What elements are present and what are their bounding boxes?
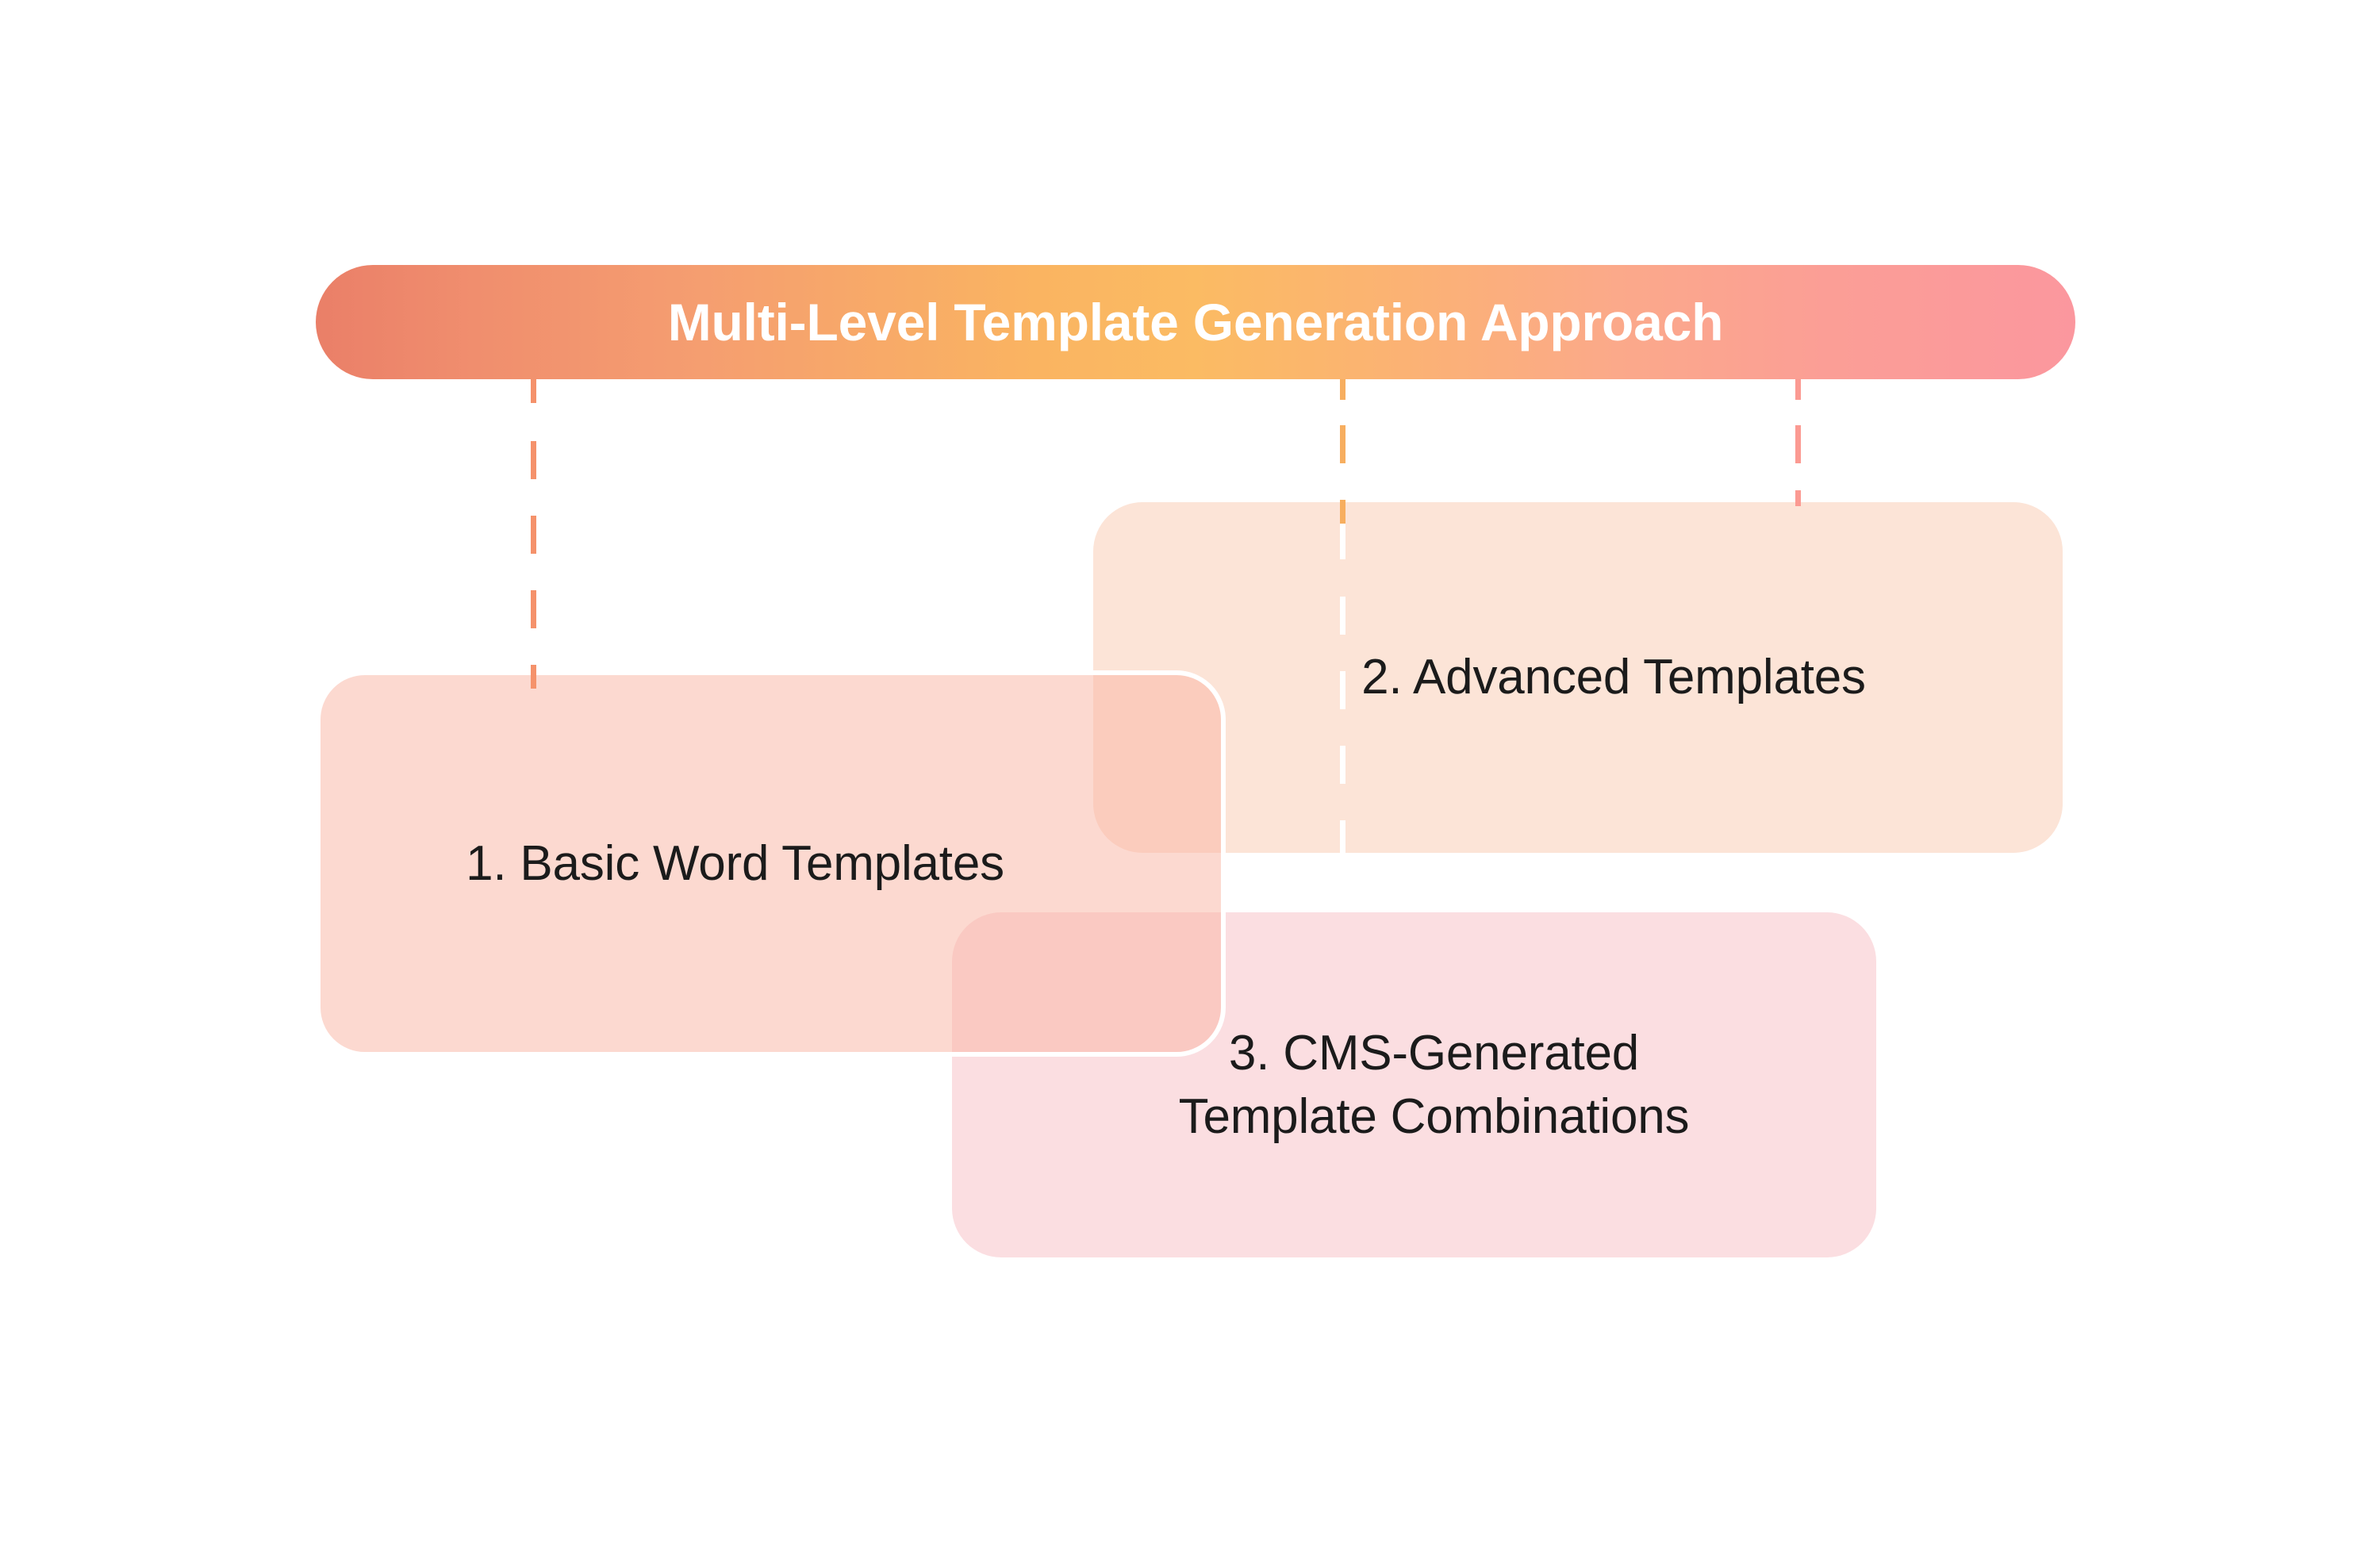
- dash-segment-inverted: [1340, 746, 1345, 784]
- dash-segment-inverted: [1340, 524, 1345, 559]
- dash-segment-inverted: [1340, 671, 1345, 709]
- dash-segment: [531, 441, 536, 479]
- dash-segment: [531, 379, 536, 403]
- dash-segment: [1340, 500, 1345, 524]
- dash-segment: [1795, 425, 1801, 463]
- card-advanced-label: 2. Advanced Templates: [1361, 650, 1866, 705]
- dash-segment-inverted: [1340, 895, 1345, 927]
- dash-segment: [531, 665, 536, 689]
- dash-segment: [1795, 379, 1801, 400]
- dash-segment: [531, 516, 536, 554]
- dash-segment: [531, 590, 536, 628]
- card-advanced-templates[interactable]: 2. Advanced Templates: [1093, 502, 2063, 853]
- connector-to-cms: [1795, 379, 1801, 506]
- card-basic-word-templates[interactable]: 1. Basic Word Templates: [316, 670, 1226, 1057]
- dash-segment-inverted: [1340, 820, 1345, 858]
- connector-to-basic: [531, 379, 536, 689]
- dash-segment: [1795, 490, 1801, 506]
- card-basic-label: 1. Basic Word Templates: [466, 835, 1004, 891]
- header-banner: Multi-Level Template Generation Approach: [316, 265, 2075, 379]
- card-cms-label: 3. CMS-Generated Template Combinations: [1179, 1022, 1690, 1148]
- dash-segment: [1340, 425, 1345, 463]
- connector-to-advanced: [1340, 379, 1345, 927]
- card-cms-label-line1: 3. CMS-Generated: [1228, 1026, 1640, 1081]
- dash-segment: [1340, 379, 1345, 400]
- dash-segment-inverted: [1340, 597, 1345, 635]
- card-cms-label-line2: Template Combinations: [1178, 1088, 1690, 1144]
- page-title: Multi-Level Template Generation Approach: [667, 293, 1724, 351]
